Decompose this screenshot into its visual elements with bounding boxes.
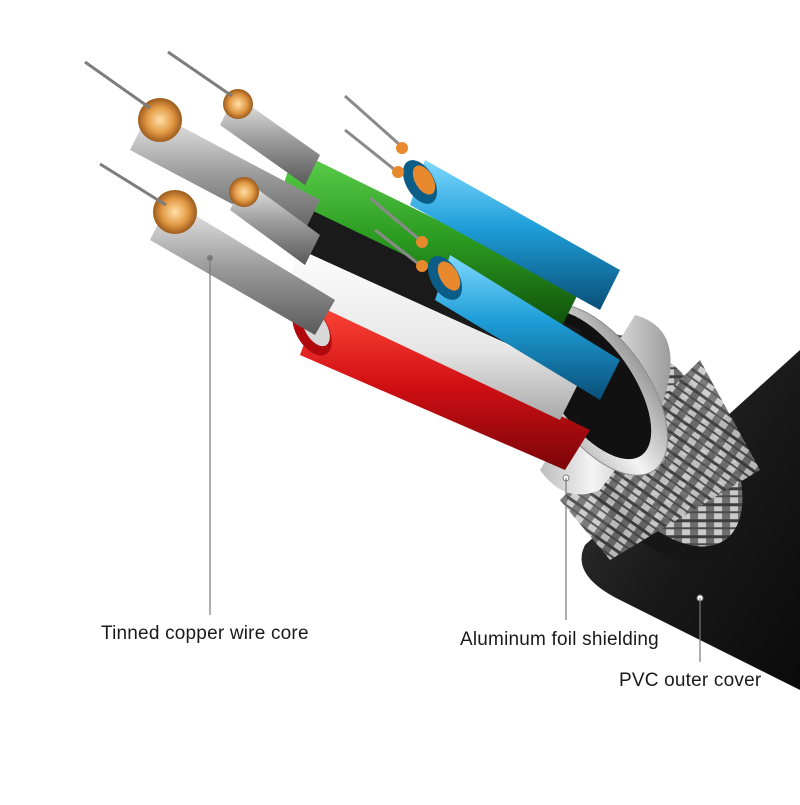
green-wire bbox=[280, 150, 580, 330]
leader-foil bbox=[562, 474, 570, 620]
stranded-bundle-2 bbox=[167, 50, 320, 185]
stranded-bundle-3 bbox=[229, 177, 320, 265]
label-pvc-outer-cover: PVC outer cover bbox=[619, 670, 762, 691]
coax-center-conductors bbox=[344, 94, 428, 272]
white-wire bbox=[285, 245, 580, 420]
blue-coax-upper bbox=[402, 160, 620, 310]
blue-coax-lower bbox=[427, 255, 620, 400]
label-aluminum-foil-shielding: Aluminum foil shielding bbox=[460, 629, 659, 650]
leader-pvc bbox=[696, 594, 704, 662]
label-tinned-copper-core: Tinned copper wire core bbox=[101, 623, 309, 644]
leader-core bbox=[207, 255, 213, 615]
stranded-bundle-4 bbox=[99, 162, 335, 335]
